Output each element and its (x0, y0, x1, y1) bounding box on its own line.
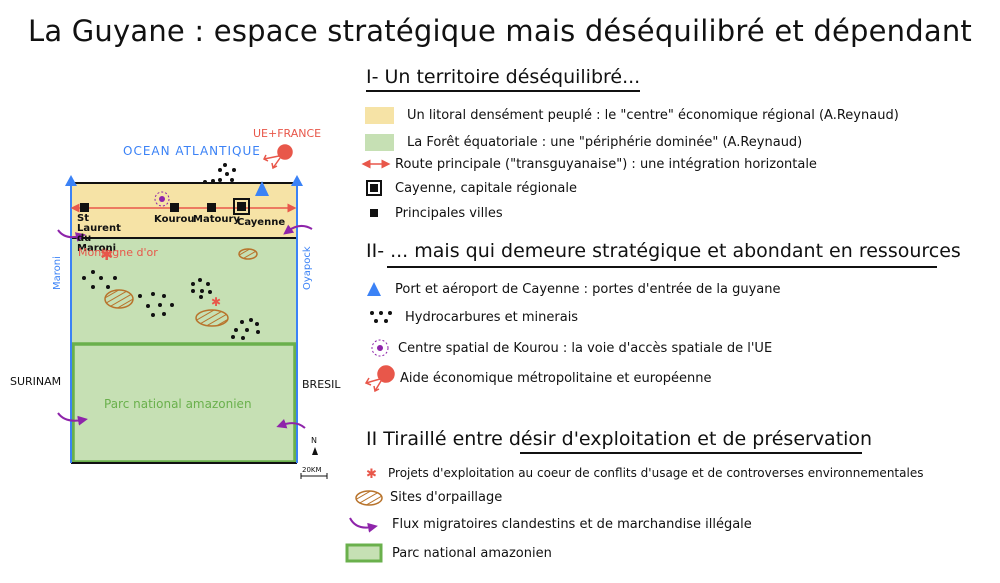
legend-item-littoral: Un litoral densément peuplé : le "centre… (407, 108, 899, 123)
legend-item-park: Parc national amazonien (392, 546, 552, 561)
city-label-kourou: Kourou (154, 214, 195, 225)
section-1-title-text: I- Un territoire déséquilibré... (366, 66, 641, 92)
legend-item-exploitation: Projets d'exploitation au coeur de confl… (388, 466, 924, 480)
legend-item-hydrocarbons: Hydrocarbures et minerais (405, 310, 579, 325)
legend-city-icon (370, 209, 378, 217)
city-marker-st-laurent (80, 203, 89, 212)
river-maroni (65, 175, 77, 463)
legend-item-capital: Cayenne, capitale régionale (395, 181, 577, 196)
montagne-dor-label: Montagne d'or (78, 246, 158, 259)
legend-item-cities: Principales villes (395, 206, 503, 221)
city-label-matoury: Matoury (193, 214, 240, 225)
surinam-label: SURINAM (10, 375, 62, 388)
ocean-label: OCEAN ATLANTIQUE (123, 144, 261, 158)
legend-section-1-title: I- Un territoire déséquilibré... (366, 66, 641, 92)
city-label-cayenne: Cayenne (237, 217, 286, 228)
city-marker-kourou (170, 203, 179, 212)
legend-space-center-icon (371, 339, 389, 357)
legend-item-migration: Flux migratoires clandestins et de march… (392, 517, 752, 532)
river-label-maroni: Maroni (52, 256, 63, 290)
exploitation-project-icon: ✱ (211, 295, 221, 309)
legend-section-3-title: II Tiraillé entre désir d'exploitation e… (366, 428, 873, 450)
legend-item-port: Port et aéroport de Cayenne : portes d'e… (395, 282, 781, 297)
capital-marker-cayenne (233, 198, 250, 215)
legend-section-2-title: II- ... mais qui demeure stratégique et … (366, 240, 961, 262)
exploitation-project-icon: ✱ (100, 245, 113, 264)
legend-migration-icon (349, 517, 378, 533)
bresil-label: BRESIL (302, 378, 341, 391)
scale-label: 20KM (302, 466, 322, 474)
park-label: Parc national amazonien (104, 397, 252, 411)
legend-swatch-littoral (365, 107, 394, 124)
national-park-zone (71, 342, 297, 464)
economic-aid-icon (262, 144, 293, 170)
gold-mining-sites (104, 248, 258, 327)
city-marker-matoury (207, 203, 216, 212)
migration-flow-arrows (57, 224, 313, 429)
ue-france-label: UE+FRANCE (253, 127, 322, 140)
legend-capital-icon (366, 180, 382, 196)
page-title: La Guyane : espace stratégique mais désé… (28, 14, 972, 48)
legend-aid-icon (364, 365, 395, 393)
space-center-icon (154, 191, 170, 207)
legend-item-gold-mining: Sites d'orpaillage (390, 490, 503, 505)
legend-port-icon (367, 282, 381, 296)
legend-item-aid: Aide économique métropolitaine et europé… (400, 371, 712, 386)
legend-park-icon (345, 543, 383, 563)
north-arrow-icon (312, 447, 318, 455)
river-label-oyapock: Oyapock (302, 246, 313, 290)
north-label: N (311, 436, 317, 445)
legend-swatch-forest (365, 134, 394, 151)
city-label-st-laurent: St Laurent du Maroni (77, 213, 121, 254)
legend-gold-mining-icon (355, 490, 383, 506)
legend-exploitation-icon: ✱ (366, 467, 377, 482)
hydrocarbon-dots (82, 163, 260, 340)
legend-item-route: Route principale ("transguyanaise") : un… (395, 157, 817, 172)
legend-item-forest: La Forêt équatoriale : une "périphérie d… (407, 135, 803, 150)
scale-bar (300, 473, 328, 479)
legend-hydrocarbon-icon (370, 311, 392, 323)
port-airport-icon (255, 181, 269, 196)
legend-item-space-center: Centre spatial de Kourou : la voie d'acc… (398, 341, 773, 356)
